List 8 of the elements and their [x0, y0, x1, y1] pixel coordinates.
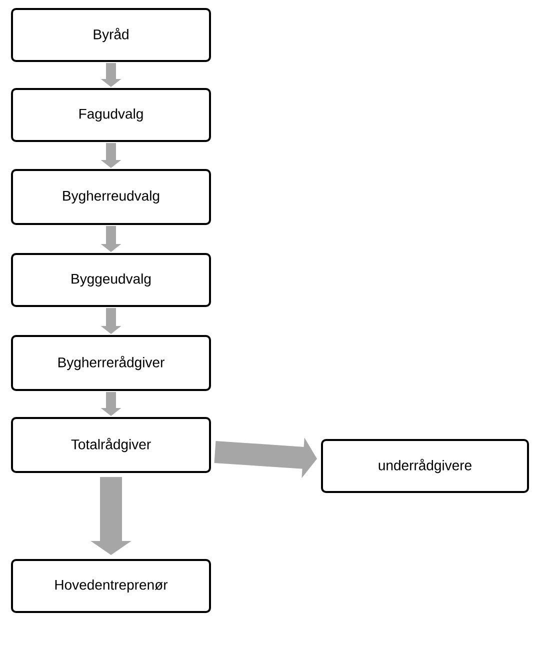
process-box: Totalrådgiver [11, 417, 211, 473]
process-box: underrådgivere [321, 439, 529, 493]
process-box: Byggeudvalg [11, 253, 211, 307]
process-box: Hovedentreprenør [11, 559, 211, 613]
process-box: Bygherrerådgiver [11, 335, 211, 391]
process-box: Fagudvalg [11, 88, 211, 142]
process-box: Byråd [11, 8, 211, 62]
process-box: Bygherreudvalg [11, 169, 211, 225]
